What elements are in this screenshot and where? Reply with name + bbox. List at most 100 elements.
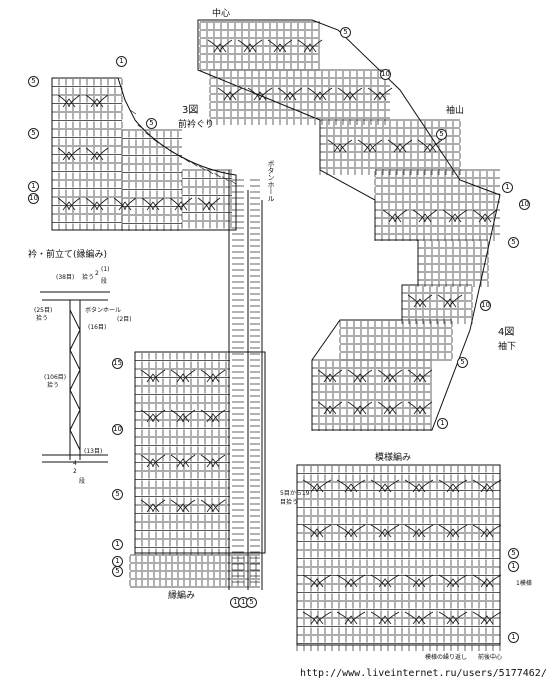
fan-motif — [336, 479, 366, 493]
fan-motif — [378, 578, 392, 588]
fan-motif — [297, 39, 323, 53]
fan-motif — [302, 574, 332, 588]
neck-edge-stitch — [229, 179, 237, 185]
fan-motif — [277, 87, 303, 101]
row-number-5: 5 — [436, 129, 447, 140]
row-number-15: 15 — [112, 358, 123, 369]
neck-edge-stitch — [129, 109, 137, 115]
fan-motif — [438, 574, 468, 588]
fan-motif — [85, 94, 109, 108]
fan-motif — [327, 139, 353, 153]
fan-motif — [200, 499, 226, 513]
fan-motif — [57, 94, 81, 108]
stitches-2: (2目) — [117, 316, 132, 323]
fan-motif — [480, 528, 494, 538]
stitches-13: (13目) — [84, 448, 103, 455]
fan-motif — [176, 503, 190, 513]
fan-motif — [283, 91, 297, 101]
row-number-1: 1 — [502, 182, 513, 193]
fan-motif — [200, 409, 226, 423]
fan-motif — [317, 369, 343, 383]
row-number-5: 5 — [112, 566, 123, 577]
fan-motif — [480, 615, 494, 625]
fan-motif — [243, 43, 257, 53]
fan-motif — [370, 479, 400, 493]
fan-motif — [146, 503, 160, 513]
row-number-5: 5 — [508, 237, 519, 248]
fig3-title: 3図 — [182, 105, 199, 116]
row-number-1: 1 — [112, 539, 123, 550]
fan-motif — [146, 373, 160, 383]
edge-pick-note: 5目から19目拾う — [280, 490, 310, 506]
fan-motif — [170, 454, 196, 468]
fan-motif — [206, 503, 220, 513]
fig3-subtitle: 前衿ぐり — [178, 120, 215, 130]
fan-motif — [480, 483, 494, 493]
fan-motif — [412, 615, 426, 625]
fan-motif — [373, 91, 387, 101]
fan-motif — [213, 43, 227, 53]
fan-motif — [310, 578, 324, 588]
chart-motifs — [57, 39, 502, 625]
fan-motif — [273, 43, 287, 53]
top-cm: (1) — [101, 266, 110, 273]
row-number-10: 10 — [28, 193, 39, 204]
stitches-106: (106目) — [44, 374, 67, 381]
fan-motif — [443, 298, 457, 308]
fan-motif — [378, 528, 392, 538]
fan-motif — [472, 524, 502, 538]
fan-motif — [323, 405, 337, 415]
fan-motif — [370, 611, 400, 625]
row-number-5: 5 — [112, 489, 123, 500]
lower-front-outline — [134, 351, 266, 554]
stitches-106-pick: 拾う — [47, 382, 60, 389]
fan-motif — [448, 213, 462, 223]
buttonhole-small-label: ボタンホール — [85, 307, 122, 314]
fan-motif — [344, 578, 358, 588]
fan-motif — [223, 91, 237, 101]
fan-motif — [446, 528, 460, 538]
fan-motif — [62, 98, 76, 108]
fan-motif — [57, 147, 81, 161]
fan-motif — [472, 611, 502, 625]
fan-motif — [393, 143, 407, 153]
fan-motif — [438, 479, 468, 493]
fan-motif — [169, 197, 193, 211]
fan-motif — [146, 201, 160, 211]
row-number-10: 10 — [380, 69, 391, 80]
fan-motif — [57, 197, 81, 211]
fan-motif — [367, 87, 393, 101]
fan-motif — [472, 574, 502, 588]
fig4-title: 4図 — [498, 327, 515, 338]
collar-diagram-lines — [40, 291, 110, 463]
bottom-cm: 4 — [73, 460, 77, 467]
row-number-10: 10 — [519, 199, 530, 210]
fan-motif — [202, 201, 216, 211]
fan-motif — [118, 201, 132, 211]
row-number-1: 1 — [28, 181, 39, 192]
fig4-subtitle: 袖下 — [498, 342, 517, 352]
fan-motif — [344, 615, 358, 625]
fan-motif — [370, 574, 400, 588]
neck-edge-stitch — [199, 165, 206, 171]
fan-motif — [140, 409, 166, 423]
fan-motif — [197, 197, 221, 211]
fan-motif — [404, 574, 434, 588]
fan-motif — [170, 369, 196, 383]
row-number-1: 1 — [508, 561, 519, 572]
fan-motif — [412, 483, 426, 493]
fan-motif — [113, 197, 137, 211]
sleeve-cap-label: 袖山 — [446, 106, 465, 116]
row-number-5: 5 — [146, 118, 157, 129]
fan-motif — [353, 405, 367, 415]
fan-motif — [336, 524, 366, 538]
fan-motif — [176, 413, 190, 423]
fan-motif — [353, 373, 367, 383]
fan-motif — [333, 143, 347, 153]
fan-motif — [140, 369, 166, 383]
bottom-rows-unit: 段 — [79, 478, 86, 485]
fan-motif — [176, 458, 190, 468]
row-number-5: 5 — [340, 27, 351, 38]
fan-motif — [336, 611, 366, 625]
row-number-1: 1 — [437, 418, 448, 429]
